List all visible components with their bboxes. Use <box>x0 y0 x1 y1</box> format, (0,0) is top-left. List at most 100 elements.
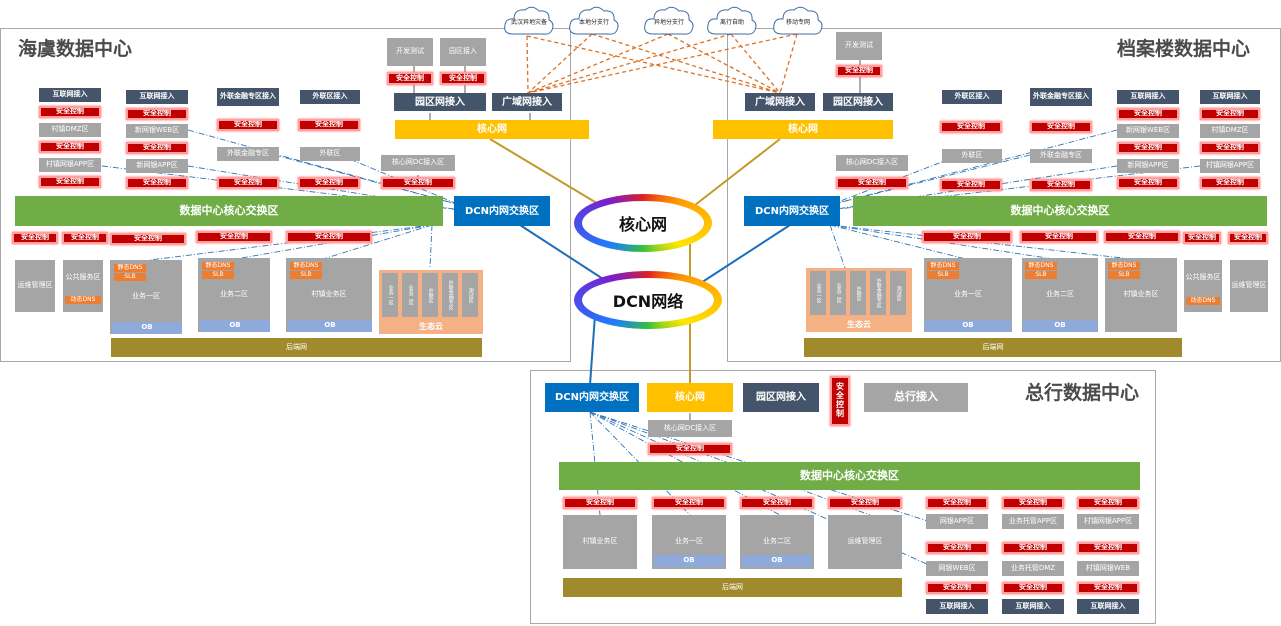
left-sec-2b: 安全控制 <box>126 142 188 154</box>
right-sec-fin-b: 安全控制 <box>1030 179 1092 191</box>
right-eco-item: 外联区 <box>850 271 866 315</box>
left-app2: 新网银APP区 <box>126 159 188 173</box>
left-dc-switch: 数据中心核心交换区 <box>15 196 443 226</box>
right-zone2-ob: OB <box>1023 320 1097 332</box>
left-sec-2c: 安全控制 <box>126 177 188 189</box>
right-ext-zone: 外联区 <box>942 149 1002 163</box>
bottom-app_col-item: 网银WEB区 <box>926 561 988 576</box>
bottom-right_col-sec: 安全控制 <box>1077 542 1139 554</box>
right-dmz: 村镇DMZ区 <box>1200 124 1260 138</box>
bottom-mid_col-sec: 安全控制 <box>1002 497 1064 509</box>
right-test-sec: 安全控制 <box>836 65 882 77</box>
left-village: 村镇业务区 <box>286 258 372 332</box>
left-zone2-slb: SLB <box>202 271 234 279</box>
bottom-mid_col-item: 业务托管APP区 <box>1002 514 1064 529</box>
left-zone1-dns: 静态DNS <box>114 264 146 272</box>
bottom-right_col-item: 村镇网银WEB <box>1077 561 1139 576</box>
bottom-dcn-switch: DCN内网交换区 <box>545 383 639 412</box>
right-park-access: 园区网接入 <box>823 93 893 111</box>
right-ops: 运维管理区 <box>1230 260 1268 312</box>
bottom-dc-title: 总行数据中心 <box>1025 382 1140 404</box>
right-village: 村镇业务区 <box>1105 258 1177 332</box>
left-fin-access: 外联金融专区接入 <box>217 88 279 106</box>
right-sec-village: 安全控制 <box>1104 231 1180 243</box>
left-park-box: 园区接入 <box>440 38 486 66</box>
bottom-mid_col-item: 业务托管DMZ <box>1002 561 1064 576</box>
left-eco-item: 业务二区 <box>402 273 418 317</box>
bottom-sec-vertical: 安全控制 <box>830 376 850 426</box>
right-zone1-ob: OB <box>925 320 1011 332</box>
right-sec-core: 安全控制 <box>836 177 908 189</box>
cloud-label: 离行自助 <box>719 18 744 26</box>
left-sec-public: 安全控制 <box>62 232 108 244</box>
right-core-dc-access: 核心网DC接入区 <box>836 155 908 171</box>
right-sec-2a: 安全控制 <box>1200 108 1260 120</box>
bottom-mid_col-sec: 安全控制 <box>1002 542 1064 554</box>
right-eco-item: 测试区 <box>890 271 906 315</box>
cloud-label: 本地分支行 <box>578 18 609 26</box>
right-sec-ext-a: 安全控制 <box>940 121 1002 133</box>
left-sec-core: 安全控制 <box>381 177 455 189</box>
left-sec-zone2: 安全控制 <box>196 231 272 243</box>
left-ext-zone: 外联区 <box>300 147 360 161</box>
right-inet-2: 互联网接入 <box>1200 90 1260 104</box>
bottom-sec-core: 安全控制 <box>648 443 732 455</box>
bottom-zone2-ob: OB <box>742 555 812 567</box>
right-zone1-slb: SLB <box>927 271 959 279</box>
left-sec-4a: 安全控制 <box>298 119 360 131</box>
right-sec-public: 安全控制 <box>1183 232 1221 244</box>
right-sec-fin-a: 安全控制 <box>1030 121 1092 133</box>
right-app2: 村镇网银APP区 <box>1200 159 1260 173</box>
cloud-shape-icon <box>773 6 823 35</box>
left-eco-item: 测试区 <box>462 273 478 317</box>
right-sec-2b: 安全控制 <box>1200 142 1260 154</box>
bottom-app_col-item: 网银APP区 <box>926 514 988 529</box>
right-core-net: 核心网 <box>713 120 893 139</box>
left-ops: 运维管理区 <box>15 260 55 312</box>
bottom-right_col-sec: 安全控制 <box>1077 497 1139 509</box>
right-sec-1c: 安全控制 <box>1117 177 1179 189</box>
left-park-access: 园区网接入 <box>394 93 486 111</box>
bottom-app_col-item: 互联网接入 <box>926 599 988 614</box>
left-core-net: 核心网 <box>395 120 589 139</box>
bottom-mid_col-sec: 安全控制 <box>1002 582 1064 594</box>
right-village-slb: SLB <box>1108 271 1140 279</box>
left-public: 公共服务区 <box>63 260 103 312</box>
right-zone2-slb: SLB <box>1025 271 1057 279</box>
right-web: 新网银WEB区 <box>1117 124 1179 138</box>
left-sec-4b: 安全控制 <box>298 177 360 189</box>
left-sec-3a: 安全控制 <box>217 119 279 131</box>
left-sec-1c: 安全控制 <box>39 176 101 188</box>
right-sec-ops: 安全控制 <box>1228 232 1268 244</box>
bottom-sec-ops: 安全控制 <box>828 497 902 509</box>
core-network-label: 核心网 <box>582 201 704 245</box>
bottom-ops: 运维管理区 <box>828 515 902 569</box>
right-fin-access: 外联金融专区接入 <box>1030 88 1092 106</box>
bottom-zone1-ob: OB <box>654 555 724 567</box>
cloud-3: 异地分支行 <box>643 4 695 38</box>
left-zone2-ob: OB <box>200 320 270 332</box>
bottom-core-dc-access: 核心网DC接入区 <box>648 420 732 437</box>
right-fin-zone: 外联金融专区 <box>1030 149 1092 163</box>
right-sec-zone1: 安全控制 <box>922 231 1012 243</box>
left-zone2-dns: 静态DNS <box>202 262 234 270</box>
cloud-1: 武汉异地灾备 <box>503 4 555 38</box>
bottom-right_col-sec: 安全控制 <box>1077 582 1139 594</box>
bottom-mid_col-item: 互联网接入 <box>1002 599 1064 614</box>
bottom-right_col-item: 村镇网银APP区 <box>1077 514 1139 529</box>
right-sec-2c: 安全控制 <box>1200 177 1260 189</box>
bottom-app_col-sec: 安全控制 <box>926 582 988 594</box>
right-zone2: 业务二区 <box>1022 258 1098 332</box>
cloud-shape-icon <box>644 6 694 35</box>
dcn-network-ring: DCN网络 <box>574 271 722 329</box>
cloud-shape-icon <box>707 6 757 35</box>
left-core-dc-access: 核心网DC接入区 <box>381 155 455 171</box>
left-internet-access-1: 互联网接入 <box>39 88 101 102</box>
cloud-shape-icon <box>504 6 554 35</box>
right-test-box: 开发测试 <box>836 32 882 60</box>
left-test-box: 开发测试 <box>387 38 433 66</box>
left-dcn-switch: DCN内网交换区 <box>454 196 550 226</box>
bottom-sec-zone1: 安全控制 <box>652 497 726 509</box>
left-test-sec: 安全控制 <box>387 72 433 85</box>
bottom-hq-access: 总行接入 <box>864 383 968 412</box>
